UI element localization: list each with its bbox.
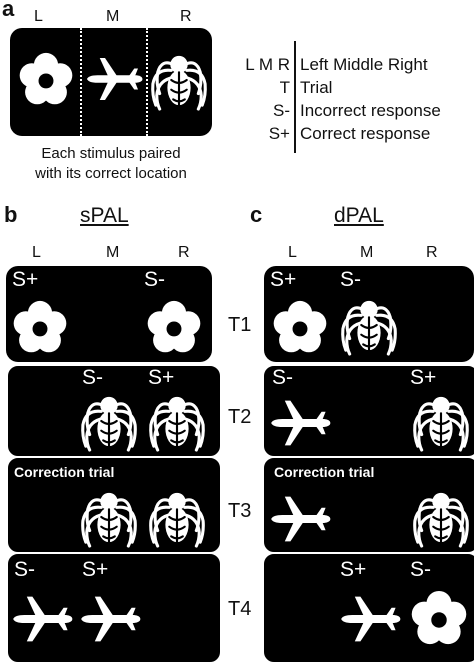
panel-a-col-middle: M	[106, 8, 120, 25]
panel-b-title: sPAL	[80, 204, 129, 227]
airplane-icon	[268, 398, 332, 448]
flower-icon	[272, 300, 328, 356]
panel-c-col-right: R	[426, 244, 438, 261]
panel-c-col-left: L	[288, 244, 297, 261]
legend-key-4: S+	[268, 124, 290, 143]
dpal-t3-screen: Correction trial	[262, 456, 474, 554]
trial-label-t2: T2	[228, 406, 252, 428]
panel-a-col-left: L	[34, 8, 43, 25]
airplane-icon	[268, 494, 332, 544]
flower-icon	[146, 300, 202, 356]
dpal-t4-screen: S+ S-	[262, 552, 474, 664]
dpal-t2-s-plus: S+	[410, 366, 437, 389]
spider-icon	[80, 488, 138, 548]
spal-t3-screen: Correction trial	[6, 456, 222, 554]
panel-b-letter: b	[4, 202, 18, 227]
spider-icon	[412, 392, 470, 452]
dpal-t2-s-minus: S-	[272, 366, 293, 389]
trial-label-t1: T1	[228, 314, 252, 336]
panel-c-title: dPAL	[334, 204, 384, 227]
dpal-t3-correction-label: Correction trial	[274, 464, 375, 480]
airplane-icon	[10, 594, 74, 644]
legend-desc-3: Incorrect response	[300, 101, 441, 120]
spal-t1-s-minus: S-	[144, 268, 165, 291]
divider-left	[80, 28, 82, 136]
airplane-icon	[78, 594, 142, 644]
spider-icon	[340, 296, 398, 356]
panel-a-col-right: R	[180, 8, 192, 25]
flower-icon	[18, 52, 74, 108]
caption-line-1: Each stimulus paired	[41, 145, 181, 162]
legend-desc-1: Left Middle Right	[300, 55, 428, 74]
spal-t1-screen: S+ S-	[6, 266, 212, 362]
dpal-t1-s-plus: S+	[270, 268, 297, 291]
panel-b-col-left: L	[32, 244, 41, 261]
airplane-icon	[84, 56, 144, 102]
trial-label-t3: T3	[228, 500, 252, 522]
flower-icon	[12, 300, 68, 356]
spal-t2-screen: S- S+	[6, 364, 222, 458]
legend-divider	[294, 41, 296, 153]
panel-c-col-middle: M	[360, 244, 374, 261]
dpal-t2-screen: S- S+	[262, 364, 474, 458]
dpal-t4-s-minus: S-	[410, 558, 431, 581]
spider-icon	[80, 392, 138, 452]
spal-t2-s-plus: S+	[148, 366, 175, 389]
panel-c-letter: c	[250, 202, 263, 227]
spider-icon	[412, 488, 470, 548]
spal-t4-screen: S- S+	[6, 552, 222, 664]
spider-icon	[148, 488, 206, 548]
legend-desc-2: Trial	[300, 78, 333, 97]
panel-b-col-middle: M	[106, 244, 120, 261]
trial-label-t4: T4	[228, 598, 252, 620]
airplane-icon	[338, 594, 402, 644]
caption-line-2: with its correct location	[35, 165, 187, 182]
panel-b-col-right: R	[178, 244, 190, 261]
divider-right	[146, 28, 148, 136]
spal-t3-correction-label: Correction trial	[14, 464, 115, 480]
panel-a-letter: a	[2, 0, 15, 21]
dpal-t1-screen: S+ S-	[264, 266, 474, 362]
spal-t2-s-minus: S-	[82, 366, 103, 389]
spal-t1-s-plus: S+	[12, 268, 39, 291]
legend-key-2: T	[279, 78, 290, 97]
dpal-t1-s-minus: S-	[340, 268, 361, 291]
legend-desc-4: Correct response	[300, 124, 431, 143]
dpal-t4-s-plus: S+	[340, 558, 367, 581]
spal-t4-s-minus: S-	[14, 558, 35, 581]
panel-a-screen	[10, 28, 212, 136]
flower-icon	[410, 590, 468, 648]
spider-icon	[150, 50, 208, 112]
spal-t4-s-plus: S+	[82, 558, 109, 581]
panel-a-caption: Each stimulus paired with its correct lo…	[0, 144, 222, 184]
legend-key-1: L M R	[245, 55, 290, 74]
legend-key-3: S-	[273, 101, 290, 120]
spider-icon	[148, 392, 206, 452]
